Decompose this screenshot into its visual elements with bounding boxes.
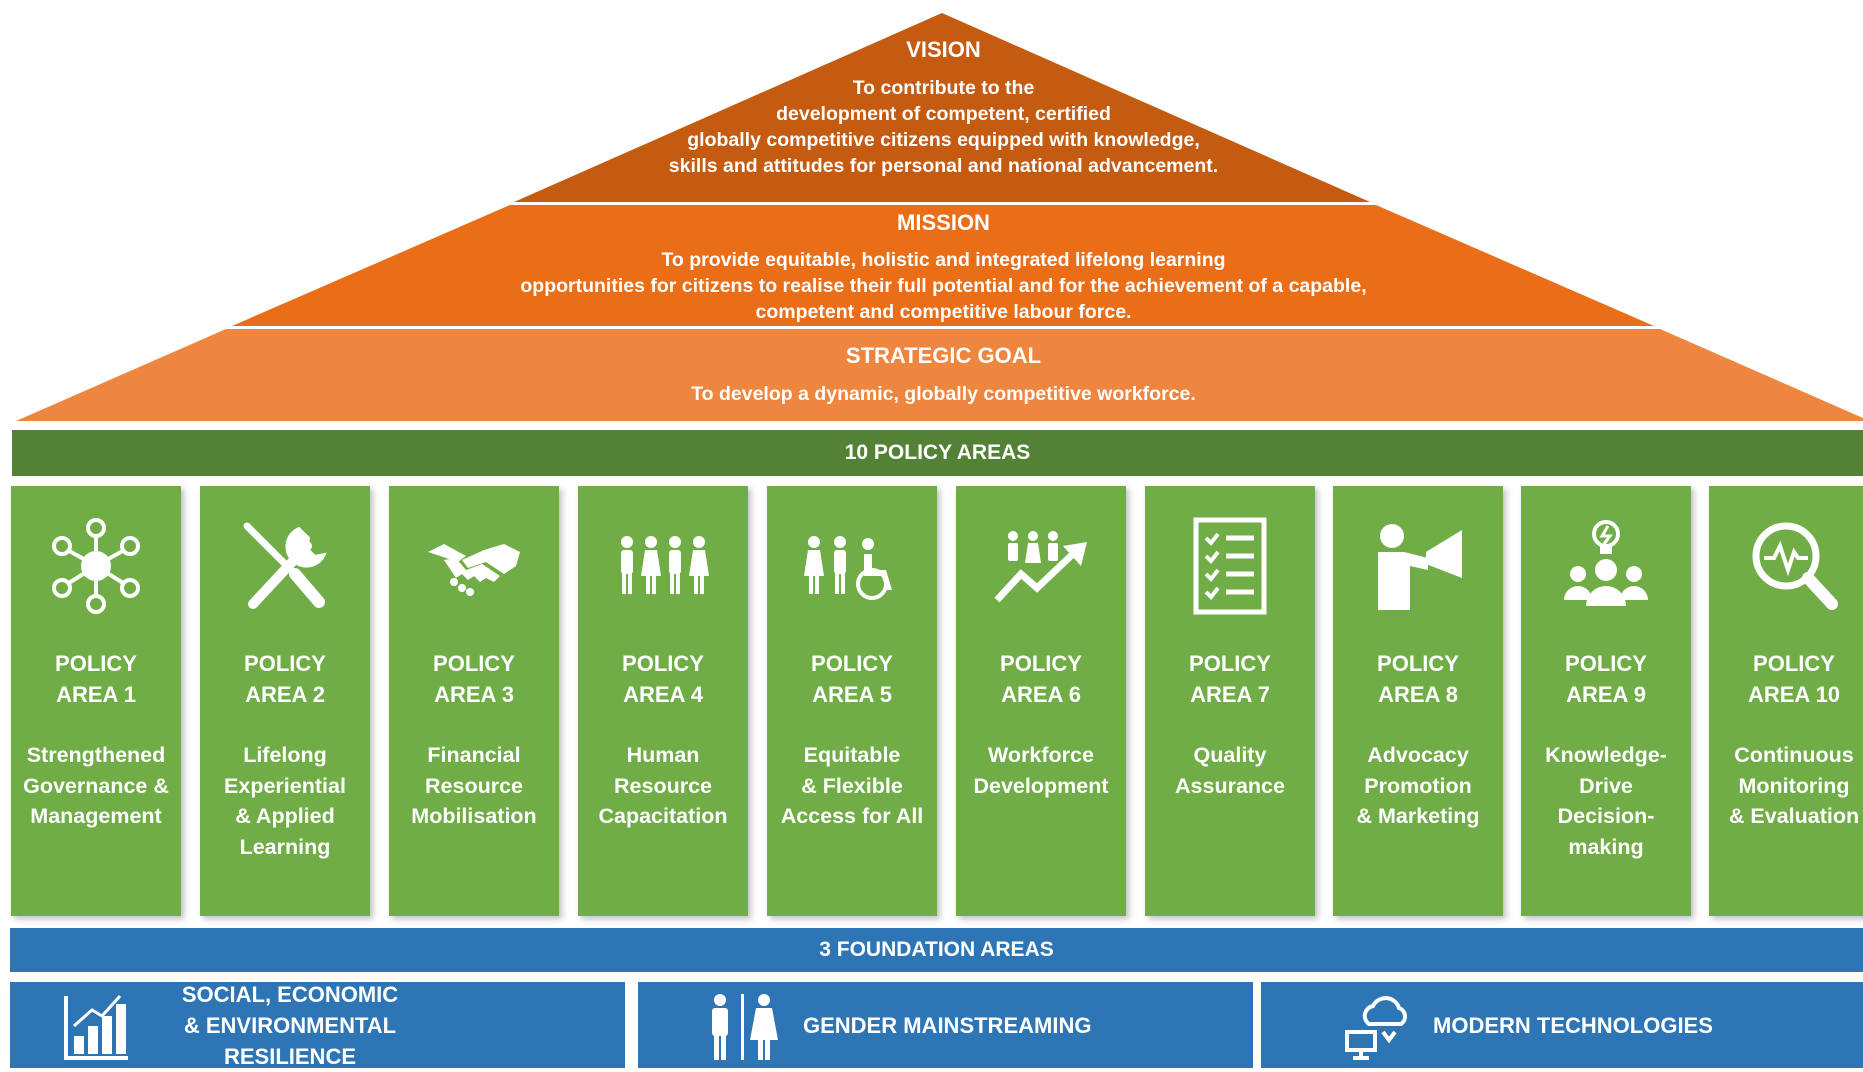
foundation-modern-technologies: MODERN TECHNOLOGIES — [1261, 982, 1863, 1068]
bar-chart-icon — [62, 992, 132, 1062]
policy-areas-bar: 10 POLICY AREAS — [12, 430, 1863, 476]
foundation-gender-mainstreaming: GENDER MAINSTREAMING — [638, 982, 1253, 1068]
policy-area-name: Knowledge- Drive Decision- making — [1545, 743, 1667, 859]
policy-area-number: POLICY AREA 3 — [433, 651, 515, 707]
pillar-policy-area-7: POLICY AREA 7 Quality Assurance — [1145, 486, 1315, 916]
pillar-policy-area-3: POLICY AREA 3 Financial Resource Mobilis… — [389, 486, 559, 916]
network-icon — [46, 516, 146, 616]
pillar-policy-area-8: POLICY AREA 8 Advocacy Promotion & Marke… — [1333, 486, 1503, 916]
policy-areas-label: 10 POLICY AREAS — [844, 441, 1031, 464]
policy-area-name: Financial Resource Mobilisation — [411, 743, 537, 828]
policy-area-name: Lifelong Experiential & Applied Learning — [224, 743, 346, 859]
idea-team-icon — [1556, 516, 1656, 616]
policy-area-name: Continuous Monitoring & Evaluation — [1728, 743, 1860, 828]
pillar-policy-area-2: POLICY AREA 2 Lifelong Experiential & Ap… — [200, 486, 370, 916]
gender-icon — [708, 992, 778, 1062]
policy-area-name: Quality Assurance — [1175, 743, 1285, 798]
vision-title: VISION — [906, 37, 981, 62]
vision-section — [514, 13, 1370, 202]
foundation-areas-label: 3 FOUNDATION AREAS — [819, 938, 1054, 961]
policy-area-number: POLICY AREA 4 — [622, 651, 704, 707]
vision-text: To contribute to the development of comp… — [668, 77, 1219, 177]
foundation-label: MODERN TECHNOLOGIES — [1433, 1012, 1713, 1038]
pillar-policy-area-1: POLICY AREA 1 Strengthened Governance & … — [11, 486, 181, 916]
policy-area-name: Equitable & Flexible Access for All — [780, 743, 924, 828]
policy-area-number: POLICY AREA 6 — [1000, 651, 1082, 707]
policy-area-name: Strengthened Governance & Management — [23, 743, 169, 828]
accessibility-icon — [802, 516, 902, 616]
policy-area-number: POLICY AREA 8 — [1377, 651, 1459, 707]
policy-area-number: POLICY AREA 10 — [1747, 651, 1841, 707]
magnifier-pulse-icon — [1744, 516, 1844, 616]
megaphone-icon — [1368, 516, 1468, 616]
policy-area-number: POLICY AREA 9 — [1565, 651, 1647, 707]
mission-text: To provide equitable, holistic and integ… — [520, 249, 1367, 323]
policy-area-name: Workforce Development — [973, 743, 1109, 798]
foundation-areas-bar: 3 FOUNDATION AREAS — [10, 928, 1863, 972]
pillar-policy-area-9: POLICY AREA 9 Knowledge- Drive Decision-… — [1521, 486, 1691, 916]
handshake-icon — [424, 516, 524, 616]
checklist-icon — [1180, 516, 1280, 616]
foundation-social-economic: SOCIAL, ECONOMIC & ENVIRONMENTAL RESILIE… — [10, 981, 625, 1069]
pillar-policy-area-5: POLICY AREA 5 Equitable & Flexible Acces… — [767, 486, 937, 916]
policy-area-number: POLICY AREA 5 — [811, 651, 893, 707]
growth-icon — [991, 516, 1091, 616]
pillar-policy-area-4: POLICY AREA 4 Human Resource Capacitatio… — [578, 486, 748, 916]
foundation-label: GENDER MAINSTREAMING — [803, 1012, 1092, 1038]
policy-area-number: POLICY AREA 2 — [244, 651, 326, 707]
policy-area-number: POLICY AREA 7 — [1189, 651, 1271, 707]
tools-icon — [235, 516, 335, 616]
pillar-policy-area-10: POLICY AREA 10 Continuous Monitoring & E… — [1709, 486, 1863, 916]
strategic-goal-text: To develop a dynamic, globally competiti… — [691, 383, 1196, 405]
mission-section — [232, 205, 1654, 326]
strategic-goal-section — [16, 329, 1863, 421]
pillar-policy-area-6: POLICY AREA 6 Workforce Development — [956, 486, 1126, 916]
mission-title: MISSION — [897, 210, 990, 235]
foundation-label: SOCIAL, ECONOMIC & ENVIRONMENTAL RESILIE… — [181, 981, 399, 1069]
policy-area-number: POLICY AREA 1 — [55, 651, 137, 707]
strategic-goal-title: STRATEGIC GOAL — [845, 343, 1042, 368]
people-icon — [613, 516, 713, 616]
policy-area-name: Advocacy Promotion & Marketing — [1356, 743, 1480, 828]
roof-pediment — [16, 13, 1863, 421]
cloud-computer-icon — [1343, 992, 1413, 1062]
policy-area-name: Human Resource Capacitation — [598, 743, 728, 828]
